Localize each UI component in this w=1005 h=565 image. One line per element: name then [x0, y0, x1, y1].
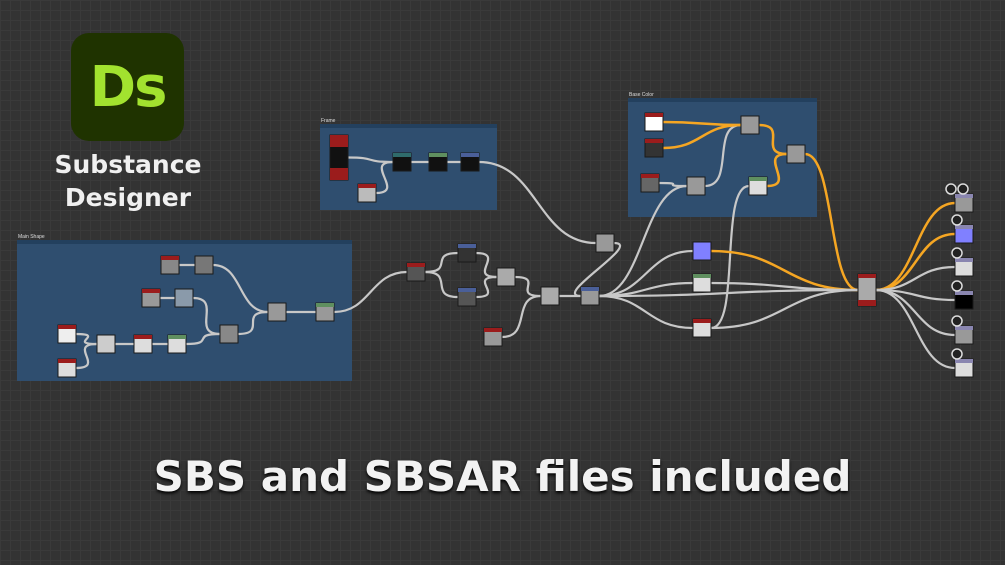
logo-text: Ds — [89, 54, 168, 120]
connection-wire[interactable] — [875, 265, 956, 292]
substance-designer-logo: Ds — [71, 33, 184, 141]
graph-node[interactable] — [483, 327, 503, 347]
connection-wire[interactable] — [501, 294, 542, 339]
graph-node[interactable] — [460, 152, 480, 172]
graph-node[interactable] — [141, 288, 161, 308]
connection-wire[interactable] — [424, 270, 459, 299]
graph-node[interactable] — [644, 112, 664, 132]
connection-wire[interactable] — [658, 181, 688, 188]
output-usage-icon — [957, 183, 969, 195]
graph-node[interactable] — [392, 152, 412, 172]
frame-main-shape[interactable]: Main Shape — [17, 234, 352, 381]
connection-wire[interactable] — [598, 288, 859, 298]
graph-node[interactable] — [194, 255, 214, 275]
graph-node[interactable] — [267, 302, 287, 322]
graph-node[interactable] — [692, 273, 712, 293]
connection-wire[interactable] — [573, 241, 622, 298]
output-usage-icon — [951, 348, 963, 360]
graph-node[interactable] — [219, 324, 239, 344]
output-node[interactable] — [954, 290, 974, 310]
graph-node[interactable] — [740, 115, 760, 135]
connection-wire[interactable] — [478, 160, 597, 245]
frame-label: Base Color — [629, 92, 654, 98]
graph-node[interactable] — [96, 334, 116, 354]
output-node[interactable] — [954, 325, 974, 345]
connection-wire[interactable] — [598, 184, 688, 298]
caption: SBS and SBSAR files included — [153, 452, 852, 501]
frame-label: Frame — [321, 118, 336, 124]
connection-wire[interactable] — [375, 160, 394, 195]
graph-node[interactable] — [57, 324, 77, 344]
connection-wire[interactable] — [475, 251, 498, 279]
color-connection-wire[interactable] — [804, 152, 859, 292]
graph-node[interactable] — [644, 138, 664, 158]
graph-node[interactable] — [167, 334, 187, 354]
output-node[interactable] — [954, 193, 974, 213]
graph-node[interactable] — [857, 273, 877, 307]
color-connection-wire[interactable] — [662, 123, 742, 150]
graph-node[interactable] — [580, 286, 600, 306]
connection-wire[interactable] — [704, 123, 742, 188]
color-connection-wire[interactable] — [710, 249, 859, 292]
graph-node[interactable] — [692, 241, 712, 261]
graph-node[interactable] — [595, 233, 615, 253]
connection-wire[interactable] — [237, 310, 269, 336]
output-node[interactable] — [954, 358, 974, 378]
color-connection-wire[interactable] — [875, 201, 956, 292]
connection-wire[interactable] — [475, 275, 498, 299]
connection-wire[interactable] — [185, 332, 221, 346]
output-usage-icon — [951, 247, 963, 259]
app-name: Substance Designer — [40, 148, 216, 214]
graph-node[interactable] — [540, 286, 560, 306]
graph-node[interactable] — [457, 243, 477, 263]
graph-node[interactable] — [329, 134, 349, 181]
graph-node[interactable] — [406, 262, 426, 282]
connection-wire[interactable] — [710, 288, 859, 330]
connection-wire[interactable] — [212, 263, 269, 314]
app-name-line2: Designer — [64, 183, 192, 212]
connection-wire[interactable] — [514, 275, 542, 298]
graph-node[interactable] — [133, 334, 153, 354]
graph-node[interactable] — [786, 144, 806, 164]
output-usage-icon — [951, 315, 963, 327]
app-name-line1: Substance — [54, 150, 202, 179]
connection-wire[interactable] — [192, 296, 221, 336]
graph-node[interactable] — [686, 176, 706, 196]
graph-node[interactable] — [57, 358, 77, 378]
graph-node[interactable] — [457, 287, 477, 307]
graph-node[interactable] — [174, 288, 194, 308]
output-usage-icon — [951, 214, 963, 226]
graph-node[interactable] — [496, 267, 516, 287]
graph-node[interactable] — [640, 173, 660, 193]
connection-wire[interactable] — [75, 342, 98, 370]
graph-node[interactable] — [357, 183, 377, 203]
connection-wire[interactable] — [875, 288, 956, 370]
connection-wire[interactable] — [598, 249, 694, 298]
output-node[interactable] — [954, 257, 974, 277]
color-connection-wire[interactable] — [758, 123, 788, 156]
graph-node[interactable] — [428, 152, 448, 172]
connection-wire[interactable] — [424, 251, 459, 274]
frame-label: Main Shape — [18, 234, 45, 240]
graph-node[interactable] — [315, 302, 335, 322]
connection-wire[interactable] — [333, 270, 408, 314]
graph-node[interactable] — [160, 255, 180, 275]
color-connection-wire[interactable] — [875, 232, 956, 292]
output-usage-icon — [951, 280, 963, 292]
output-node[interactable] — [954, 224, 974, 244]
connection-wire[interactable] — [710, 281, 859, 292]
output-usage-icon — [945, 183, 957, 195]
graph-node[interactable] — [748, 176, 768, 196]
graph-node[interactable] — [692, 318, 712, 338]
connection-wire[interactable] — [598, 294, 694, 330]
connection-wire[interactable] — [710, 184, 750, 330]
color-connection-wire[interactable] — [766, 152, 788, 188]
